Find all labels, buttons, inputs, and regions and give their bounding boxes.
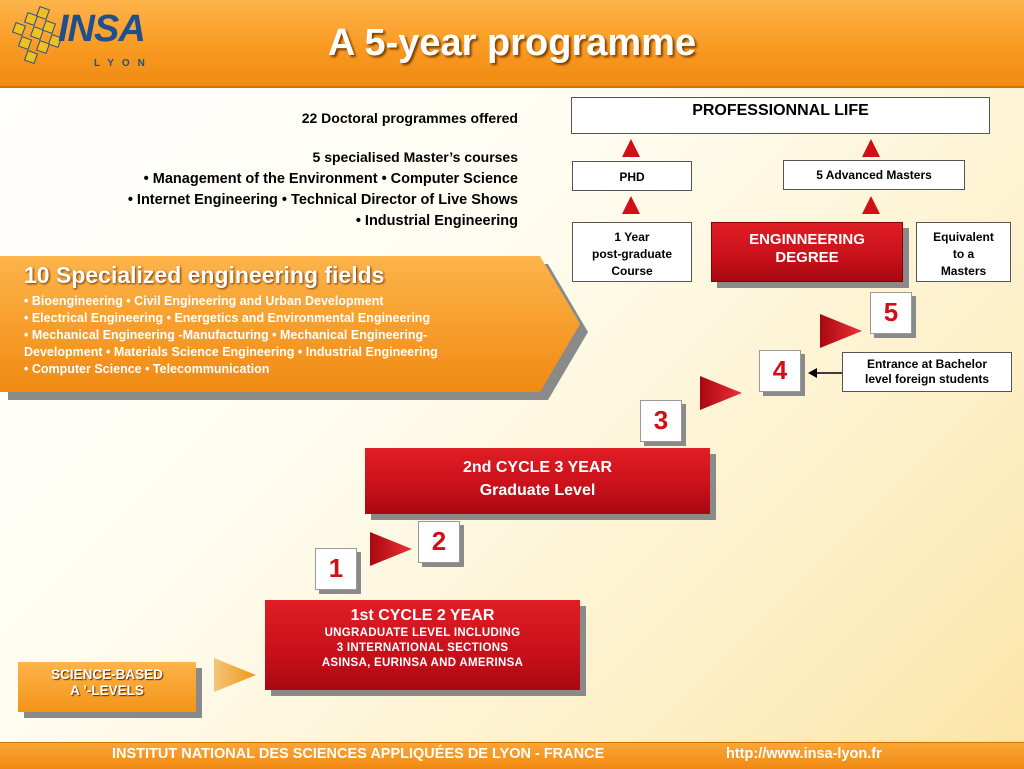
footer-bar [0, 742, 1024, 769]
up-arrow-icon [622, 139, 640, 157]
science-line: SCIENCE-BASED [51, 667, 163, 682]
fields-line: • Mechanical Engineering -Manufacturing … [24, 328, 428, 342]
footer-institution: INSTITUT NATIONAL DES SCIENCES APPLIQUÉE… [112, 746, 605, 762]
cycle1-line: UNGRADUATE LEVEL INCLUDING [324, 627, 521, 639]
equiv-line: Masters [940, 264, 987, 278]
masters-title: 5 specialised Master’s courses [312, 149, 518, 165]
logo-city: LYON [94, 58, 153, 69]
page-title: A 5-year programme [327, 22, 697, 64]
masters-line: • Internet Engineering • Technical Direc… [127, 192, 518, 208]
step-arrow-icon [370, 532, 412, 566]
fields-title: 10 Specialized engineering fields [24, 262, 385, 288]
entrance-note-box: Entrance at Bachelor level foreign stude… [842, 352, 1012, 392]
fields-line: • Bioengineering • Civil Engineering and… [24, 294, 384, 308]
header-bar [0, 0, 1024, 88]
postgrad-line: 1 Year [614, 230, 650, 244]
year-1-box: 1 [315, 548, 357, 590]
fields-line: Development • Materials Science Engineer… [24, 345, 438, 359]
cycle2-line: 2nd CYCLE 3 YEAR [462, 459, 613, 476]
year-5-box: 5 [870, 292, 912, 334]
equiv-line: Equivalent [933, 230, 994, 244]
postgrad-line: post-graduate [591, 247, 672, 261]
science-levels-box: SCIENCE-BASED A ’-LEVELS [18, 662, 196, 712]
advanced-masters-box: 5 Advanced Masters [783, 160, 965, 190]
step-arrow-icon [214, 658, 256, 692]
cycle1-title: 1st CYCLE 2 YEAR [350, 607, 495, 624]
cycle1-line: ASINSA, EURINSA AND AMERINSA [321, 657, 524, 669]
year-3-box: 3 [640, 400, 682, 442]
fields-arrow [0, 256, 580, 392]
postgrad-line: Course [611, 264, 653, 278]
year-2-box: 2 [418, 521, 460, 563]
masters-line: • Industrial Engineering [355, 213, 518, 229]
second-cycle-box: 2nd CYCLE 3 YEAR Graduate Level [365, 448, 710, 514]
step-arrow-icon [820, 314, 862, 348]
masters-list: • Management of the Environment • Comput… [128, 169, 518, 232]
professional-life-box: PROFESSIONNAL LIFE [571, 97, 990, 134]
logo-mark-icon [11, 5, 63, 65]
insa-logo [6, 4, 156, 80]
phd-box: PHD [572, 161, 692, 191]
masters-line: • Management of the Environment • Comput… [143, 171, 518, 187]
up-arrow-icon [862, 196, 880, 214]
cycle2-line: Graduate Level [479, 482, 596, 499]
fields-list: • Bioengineering • Civil Engineering and… [24, 293, 504, 378]
first-cycle-box: 1st CYCLE 2 YEAR UNGRADUATE LEVEL INCLUD… [265, 600, 580, 690]
equiv-line: to a [952, 247, 975, 261]
doctoral-text: 22 Doctoral programmes offered [301, 110, 518, 126]
footer-url-link[interactable]: http://www.insa-lyon.fr [726, 746, 882, 762]
entrance-line: Entrance at Bachelor [866, 357, 988, 371]
logo-text: INSA [58, 8, 146, 50]
up-arrow-icon [622, 196, 640, 214]
science-line: A ’-LEVELS [70, 683, 144, 698]
engineering-line: DEGREE [775, 249, 839, 266]
left-arrow-icon [808, 368, 844, 378]
postgrad-course-box: 1 Year post-graduate Course [572, 222, 692, 282]
step-arrow-icon [700, 376, 742, 410]
engineering-line: ENGINNEERING [749, 231, 865, 248]
entrance-line: level foreign students [864, 372, 990, 386]
fields-line: • Electrical Engineering • Energetics an… [24, 311, 431, 325]
up-arrow-icon [862, 139, 880, 157]
fields-line: • Computer Science • Telecommunication [24, 362, 270, 376]
year-4-box: 4 [759, 350, 801, 392]
engineering-degree-box: ENGINNEERING DEGREE [711, 222, 903, 282]
equivalent-masters-box: Equivalent to a Masters [916, 222, 1011, 282]
cycle1-line: 3 INTERNATIONAL SECTIONS [336, 642, 509, 654]
